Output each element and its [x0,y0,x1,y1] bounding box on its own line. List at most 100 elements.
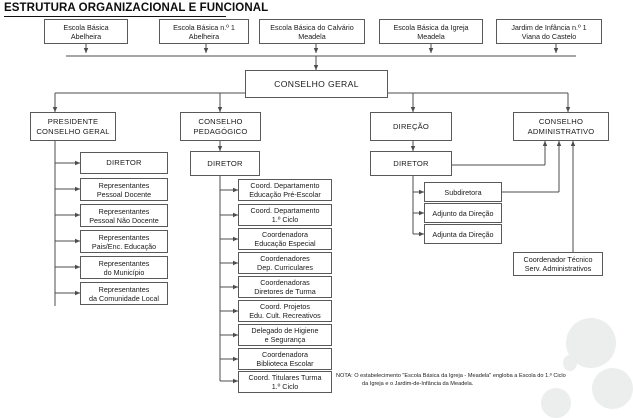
cp-member-7-line1: Delegado de Higiene [251,326,319,335]
cp-member-box-4[interactable]: Coordenadores Dep. Curriculares [238,252,332,274]
presidente-line2: CONSELHO GERAL [36,126,110,136]
administrativo-member-box-1[interactable]: Coordenador Técnico Serv. Administrativo… [513,252,603,276]
direcao-member-box-3[interactable]: Adjunta da Direção [424,224,502,244]
diretor-box-left[interactable]: DIRETOR [80,152,168,174]
school-box-4-text: Escola Básica da Igreja Meadela [393,23,468,41]
cp-member-4-text: Coordenadores Dep. Curriculares [257,254,313,272]
cg-member-5-line2: da Comunidade Local [89,293,159,303]
cp-member-box-7[interactable]: Delegado de Higiene e Segurança [238,324,332,346]
school-box-1[interactable]: Escola Básica Abelheira [44,19,128,44]
diretor-middle-label: DIRETOR [207,158,243,168]
cp-member-box-9[interactable]: Coord. Titulares Turma 1.º Ciclo [238,371,332,393]
direcao-member-2-label: Adjunto da Direção [432,208,494,218]
school-box-3-text: Escola Básica do Calvário Meadela [270,23,354,41]
presidente-conselho-geral-box[interactable]: PRESIDENTE CONSELHO GERAL [30,112,116,141]
school-box-3[interactable]: Escola Básica do Calvário Meadela [259,19,365,44]
note-text: NOTA: O estabelecimento "Escola Básica d… [336,372,633,388]
school-box-5-line1: Jardim de Infância n.º 1 [511,22,587,32]
cp-member-1-text: Coord. Departamento Educação Pré-Escolar [249,181,321,199]
conselho-pedagogico-text: CONSELHO PEDAGÓGICO [194,117,248,136]
presidente-conselho-geral-text: PRESIDENTE CONSELHO GERAL [36,117,109,136]
cg-member-box-3[interactable]: Representantes Pais/Enc. Educação [80,230,168,253]
conselho-geral-label: CONSELHO GERAL [274,78,359,89]
cg-member-4-line2: do Município [103,267,145,277]
diretor-box-right[interactable]: DIRETOR [370,151,452,176]
cp-member-box-2[interactable]: Coord. Departamento 1.º Ciclo [238,204,332,226]
page-title: ESTRUTURA ORGANIZACIONAL E FUNCIONAL [4,2,269,14]
cg-member-1-line1: Representantes [98,180,150,190]
cp-member-2-text: Coord. Departamento 1.º Ciclo [250,206,319,224]
cp-member-1-line1: Coord. Departamento [250,181,320,190]
cg-member-1-text: Representantes Pessoal Docente [97,181,151,199]
school-box-1-text: Escola Básica Abelheira [63,23,108,41]
diretor-left-label: DIRETOR [106,158,142,168]
cp-member-6-line1: Coord. Projetos [260,302,310,311]
cg-member-4-line1: Representantes [98,258,150,268]
direcao-member-box-1[interactable]: Subdiretora [424,182,502,202]
cp-member-8-line2: Biblioteca Escolar [256,359,314,368]
school-box-1-line1: Escola Básica [63,22,109,32]
direcao-member-3-label: Adjunta da Direção [432,229,494,239]
cp-member-2-line2: 1.º Ciclo [271,215,299,224]
pedagogico-line2: PEDAGÓGICO [193,126,248,136]
cp-member-box-8[interactable]: Coordenadora Biblioteca Escolar [238,348,332,370]
direcao-label: DIREÇÃO [393,121,429,131]
cg-member-box-1[interactable]: Representantes Pessoal Docente [80,178,168,201]
conselho-pedagogico-box[interactable]: CONSELHO PEDAGÓGICO [180,112,261,141]
cp-member-5-text: Coordenadoras Diretores de Turma [254,278,316,296]
direcao-member-box-2[interactable]: Adjunto da Direção [424,203,502,223]
connector-lines [52,44,576,384]
cp-member-4-line2: Dep. Curriculares [257,263,313,272]
diretor-box-middle[interactable]: DIRETOR [190,151,260,176]
direcao-member-1-label: Subdiretora [444,187,482,197]
cg-member-5-text: Representantes da Comunidade Local [89,285,159,303]
school-box-4[interactable]: Escola Básica da Igreja Meadela [379,19,483,44]
school-box-4-line1: Escola Básica da Igreja [393,22,469,32]
cp-member-9-text: Coord. Titulares Turma 1.º Ciclo [248,373,321,391]
org-chart-canvas: ESTRUTURA ORGANIZACIONAL E FUNCIONAL [4,2,633,418]
administrativo-line1: CONSELHO [538,117,584,127]
cp-member-4-line1: Coordenadores [260,254,310,263]
cp-member-box-5[interactable]: Coordenadoras Diretores de Turma [238,276,332,298]
presidente-line1: PRESIDENTE [47,117,99,127]
cg-member-1-line2: Pessoal Docente [96,189,152,199]
title-underline [4,16,226,17]
cp-member-5-line1: Coordenadoras [260,278,310,287]
school-box-5-text: Jardim de Infância n.º 1 Viana do Castel… [511,23,586,41]
note-line2: da Igreja e o Jardim-de-Infância da Mead… [362,381,474,388]
school-box-5[interactable]: Jardim de Infância n.º 1 Viana do Castel… [496,19,602,44]
administrativo-member-1-line1: Coordenador Técnico [523,255,593,264]
cp-member-9-line2: 1.º Ciclo [271,382,299,391]
conselho-geral-box[interactable]: CONSELHO GERAL [245,70,388,98]
cg-member-box-5[interactable]: Representantes da Comunidade Local [80,282,168,305]
cp-member-5-line2: Diretores de Turma [254,287,316,296]
cp-member-1-line2: Educação Pré-Escolar [249,190,321,199]
cp-member-box-1[interactable]: Coord. Departamento Educação Pré-Escolar [238,179,332,201]
diretor-right-label: DIRETOR [393,158,429,168]
school-box-2[interactable]: Escola Básica n.º 1 Abelheira [159,19,249,44]
cp-member-7-line2: e Segurança [264,335,306,344]
administrativo-member-1-text: Coordenador Técnico Serv. Administrativo… [524,255,593,273]
school-box-2-text: Escola Básica n.º 1 Abelheira [173,23,235,41]
direcao-box[interactable]: DIREÇÃO [370,112,452,141]
cg-member-2-text: Representantes Pessoal Não Docente [89,207,159,225]
cg-member-2-line2: Pessoal Não Docente [89,215,159,225]
school-box-5-line2: Viana do Castelo [521,31,577,41]
cp-member-box-3[interactable]: Coordenadora Educação Especial [238,228,332,250]
cp-member-8-line1: Coordenadora [262,350,308,359]
cp-member-7-text: Delegado de Higiene e Segurança [251,326,318,344]
cp-member-box-6[interactable]: Coord. Projetos Edu. Cult. Recreativos [238,300,332,322]
cg-member-4-text: Representantes do Município [99,259,150,277]
cg-member-box-2[interactable]: Representantes Pessoal Não Docente [80,204,168,227]
cg-member-2-line1: Representantes [98,206,150,216]
cg-member-3-text: Representantes Pais/Enc. Educação [92,233,156,251]
school-box-3-line2: Meadela [298,31,326,41]
school-box-2-line1: Escola Básica n.º 1 [173,22,235,32]
cp-member-9-line1: Coord. Titulares Turma [248,373,322,382]
school-box-2-line2: Abelheira [188,31,220,41]
pedagogico-line1: CONSELHO [198,117,243,127]
cp-member-2-line1: Coord. Departamento [250,206,320,215]
cg-member-3-line1: Representantes [98,232,150,242]
cg-member-box-4[interactable]: Representantes do Município [80,256,168,279]
conselho-administrativo-box[interactable]: CONSELHO ADMINISTRATIVO [513,112,609,141]
